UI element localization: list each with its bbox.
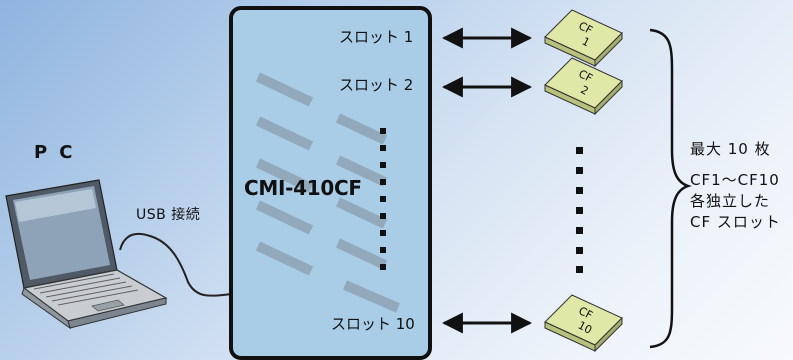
summary-title: 最大 10 枚: [690, 140, 771, 158]
cf-card-10-label: CF: [576, 304, 594, 322]
summary-notes: 最大 10 枚 CF1～CF10 各独立した CF スロット: [690, 139, 781, 233]
usb-cable: [119, 232, 232, 297]
cf-card-1-label: CF: [576, 19, 594, 37]
slot-1-label: スロット 1: [339, 28, 414, 46]
slot-stripes: [255, 72, 400, 313]
cf-card-1: CF 1: [544, 9, 623, 68]
summary-line-2: 各独立した: [690, 192, 771, 210]
device-ellipsis: [380, 128, 386, 270]
device-name: CMI-410CF: [244, 176, 362, 200]
cf-card-2: CF 2: [544, 57, 623, 116]
slot-2-label: スロット 2: [339, 76, 414, 94]
cf-card-10: CF 10: [544, 294, 623, 353]
cards-ellipsis: [576, 147, 583, 273]
device-box: [229, 6, 432, 360]
pc-label: PC: [34, 142, 85, 163]
slot-10-label: スロット 10: [331, 315, 415, 333]
summary-line-3: CF スロット: [690, 213, 781, 231]
laptop-icon: [5, 179, 168, 330]
summary-line-1: CF1～CF10: [690, 171, 780, 189]
cf-card-10-number: 10: [576, 319, 594, 337]
usb-connection-label: USB 接続: [136, 207, 201, 223]
cf-card-2-label: CF: [576, 67, 594, 85]
grouping-brace: [649, 28, 692, 349]
